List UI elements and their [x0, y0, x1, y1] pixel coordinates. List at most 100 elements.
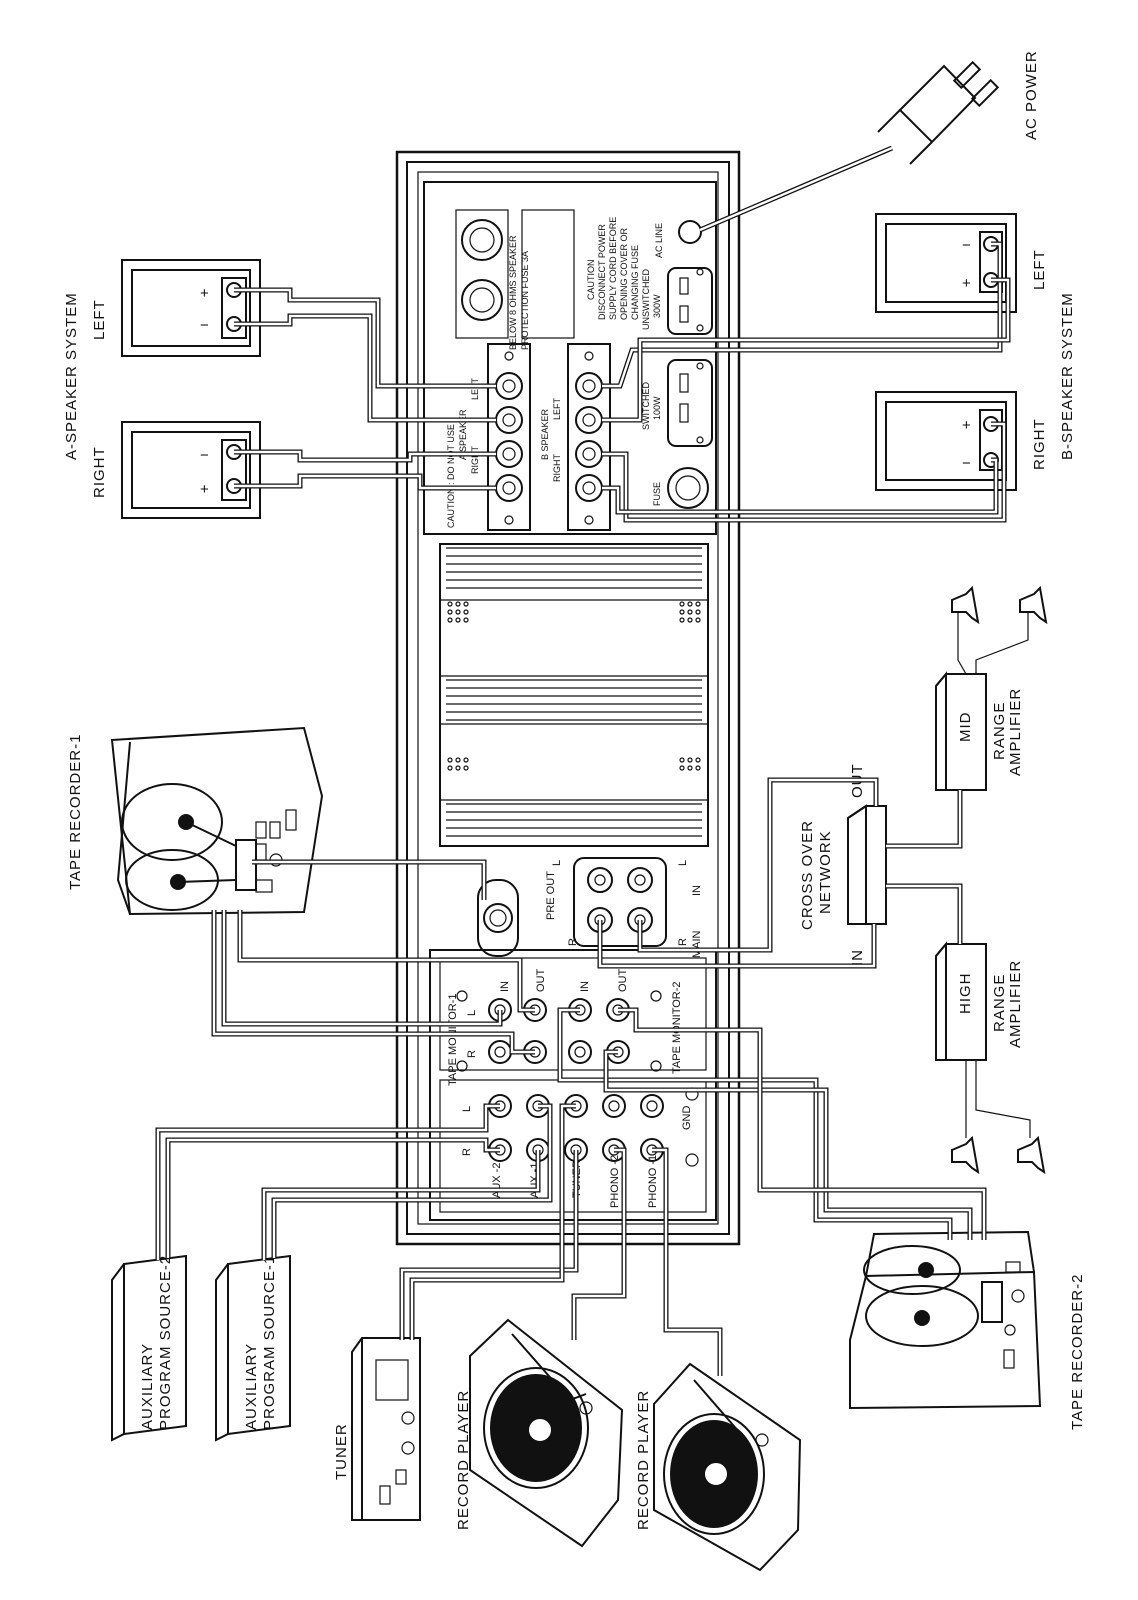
main-in-label: IN	[691, 885, 703, 896]
a-left-plus: +	[200, 285, 210, 302]
b-speaker-terminals	[567, 343, 611, 531]
b-left-speaker	[875, 213, 1017, 313]
mid-amp-label: MID	[957, 712, 974, 743]
aux-source-2	[111, 1254, 187, 1442]
unswitched-outlet	[667, 267, 713, 335]
signal-cables	[155, 777, 987, 1376]
speaker-cables	[234, 241, 1011, 523]
high-amp-label: HIGH	[957, 973, 974, 1015]
b-right-minus: −	[962, 455, 972, 472]
tape-recorder-1-label: TAPE RECORDER-1	[67, 734, 84, 890]
screw	[650, 990, 662, 1002]
ac-power-label: AC POWER	[1023, 50, 1040, 140]
record-player-2	[653, 1362, 802, 1572]
svg-text:OPENING COVER OR: OPENING COVER OR	[619, 227, 629, 320]
heatsink	[439, 543, 709, 847]
a-left-label: LEFT	[91, 299, 108, 340]
high-speakers	[951, 1060, 1046, 1175]
main-label: MAIN	[691, 930, 703, 958]
b-left-label: LEFT	[552, 397, 562, 420]
caution-box: CAUTION DISCONNECT POWER SUPPLY CORD BEF…	[586, 217, 640, 320]
switched-label: SWITCHED	[641, 382, 651, 430]
aux-source-1-label-2: PROGRAM SOURCE-1	[261, 1255, 278, 1430]
switched-outlet	[667, 359, 713, 447]
input-l-label: L	[461, 1106, 473, 1112]
ac-line-label: AC LINE	[654, 223, 664, 258]
main-r: R	[677, 938, 689, 946]
tape-recorder-2-label: TAPE RECORDER-2	[1069, 1274, 1086, 1430]
a-speaker-terminals	[487, 343, 531, 531]
a-speaker-label: A SPEAKER	[458, 409, 468, 460]
tm1-r-label: R	[466, 1050, 478, 1058]
aux-source-2-label-2: PROGRAM SOURCE-2	[157, 1255, 174, 1430]
tm1-in-label: IN	[499, 981, 511, 992]
pre-out-label: PRE OUT	[545, 871, 557, 920]
fuse-holder-main	[667, 467, 709, 509]
tuner-label: TUNER	[333, 1423, 350, 1480]
b-speaker-system-label: B-SPEAKER SYSTEM	[1059, 292, 1076, 460]
high-amp-sub-1: RANGE	[991, 974, 1008, 1032]
fuse-label-2: PROTECTION FUSE 3A	[520, 251, 530, 350]
a-right-label: RIGHT	[470, 446, 480, 475]
screw	[456, 1060, 468, 1072]
b-left-minus: −	[962, 237, 972, 254]
record-player-1	[469, 1318, 624, 1548]
ac-line-grommet	[678, 220, 702, 244]
b-speaker-label: B SPEAKER	[540, 408, 550, 460]
b-right-label: RIGHT	[552, 454, 562, 483]
screw	[650, 1060, 662, 1072]
mid-speakers	[951, 585, 1048, 675]
label-plate	[521, 209, 575, 339]
high-range-amplifier	[935, 941, 987, 1061]
tape-recorder-2	[849, 1230, 1042, 1410]
crossover-network	[847, 804, 887, 925]
b-left-plus: +	[962, 275, 972, 292]
amplifier-rear-panel	[395, 150, 741, 1246]
crossover-label-2: NETWORK	[817, 830, 834, 914]
fuse-label-1: BELOW 8 OHMS SPEAKER	[508, 235, 518, 350]
screw	[456, 990, 468, 1002]
fuse-holders	[455, 209, 509, 339]
pre-out-l: L	[551, 860, 563, 866]
svg-text:CHANGING FUSE: CHANGING FUSE	[630, 245, 640, 320]
aux-source-1	[215, 1254, 291, 1442]
main-l: L	[677, 860, 689, 866]
phono-2-label: PHONO -2	[609, 1155, 621, 1208]
a-left-speaker	[121, 259, 261, 357]
b-left-label: LEFT	[1031, 249, 1048, 290]
a-right-speaker	[121, 421, 261, 519]
fuse-holder-label: FUSE	[652, 482, 662, 506]
crossover-label-1: CROSS OVER	[799, 820, 816, 930]
svg-text:SUPPLY CORD BEFORE: SUPPLY CORD BEFORE	[608, 217, 618, 320]
input-r-label: R	[461, 1148, 473, 1156]
aux-source-2-label-1: AUXILIARY	[139, 1343, 156, 1430]
pre-out-main-in-jacks	[573, 857, 667, 947]
caution-speaker-label: CAUTION : DO NOT USE	[446, 424, 456, 528]
svg-text:CAUTION: CAUTION	[586, 260, 596, 301]
pre-out-r: R	[567, 938, 579, 946]
a-left-label: LEFT	[470, 377, 480, 400]
aux-2-label: AUX -2	[491, 1163, 503, 1198]
a-right-label: RIGHT	[91, 446, 108, 498]
tm2-in-label: IN	[579, 981, 591, 992]
phono-1-label: PHONO -1	[647, 1155, 659, 1208]
tm1-l-label: L	[466, 1010, 478, 1016]
record-player-1-label: RECORD PLAYER	[455, 1390, 472, 1530]
aux-source-1-label-1: AUXILIARY	[243, 1343, 260, 1430]
ac-plug	[877, 60, 1000, 165]
tuner-unit	[351, 1337, 421, 1521]
a-right-minus: −	[200, 447, 210, 464]
gnd-terminal	[685, 1153, 699, 1167]
unswitched-watt: 300W	[652, 294, 662, 318]
gnd-label: GND	[681, 1106, 693, 1131]
a-left-minus: −	[200, 317, 210, 334]
record-player-2-label: RECORD PLAYER	[635, 1390, 652, 1530]
high-amp-sub-2: AMPLIFIER	[1007, 960, 1024, 1048]
mid-range-amplifier	[935, 671, 987, 791]
b-right-label: RIGHT	[1031, 418, 1048, 470]
crossover-in-label: IN	[849, 949, 866, 966]
tm2-out-label: OUT	[617, 969, 629, 993]
switched-watt: 100W	[652, 396, 662, 420]
tm1-out-label: OUT	[535, 969, 547, 993]
svg-text:DISCONNECT POWER: DISCONNECT POWER	[597, 224, 607, 320]
